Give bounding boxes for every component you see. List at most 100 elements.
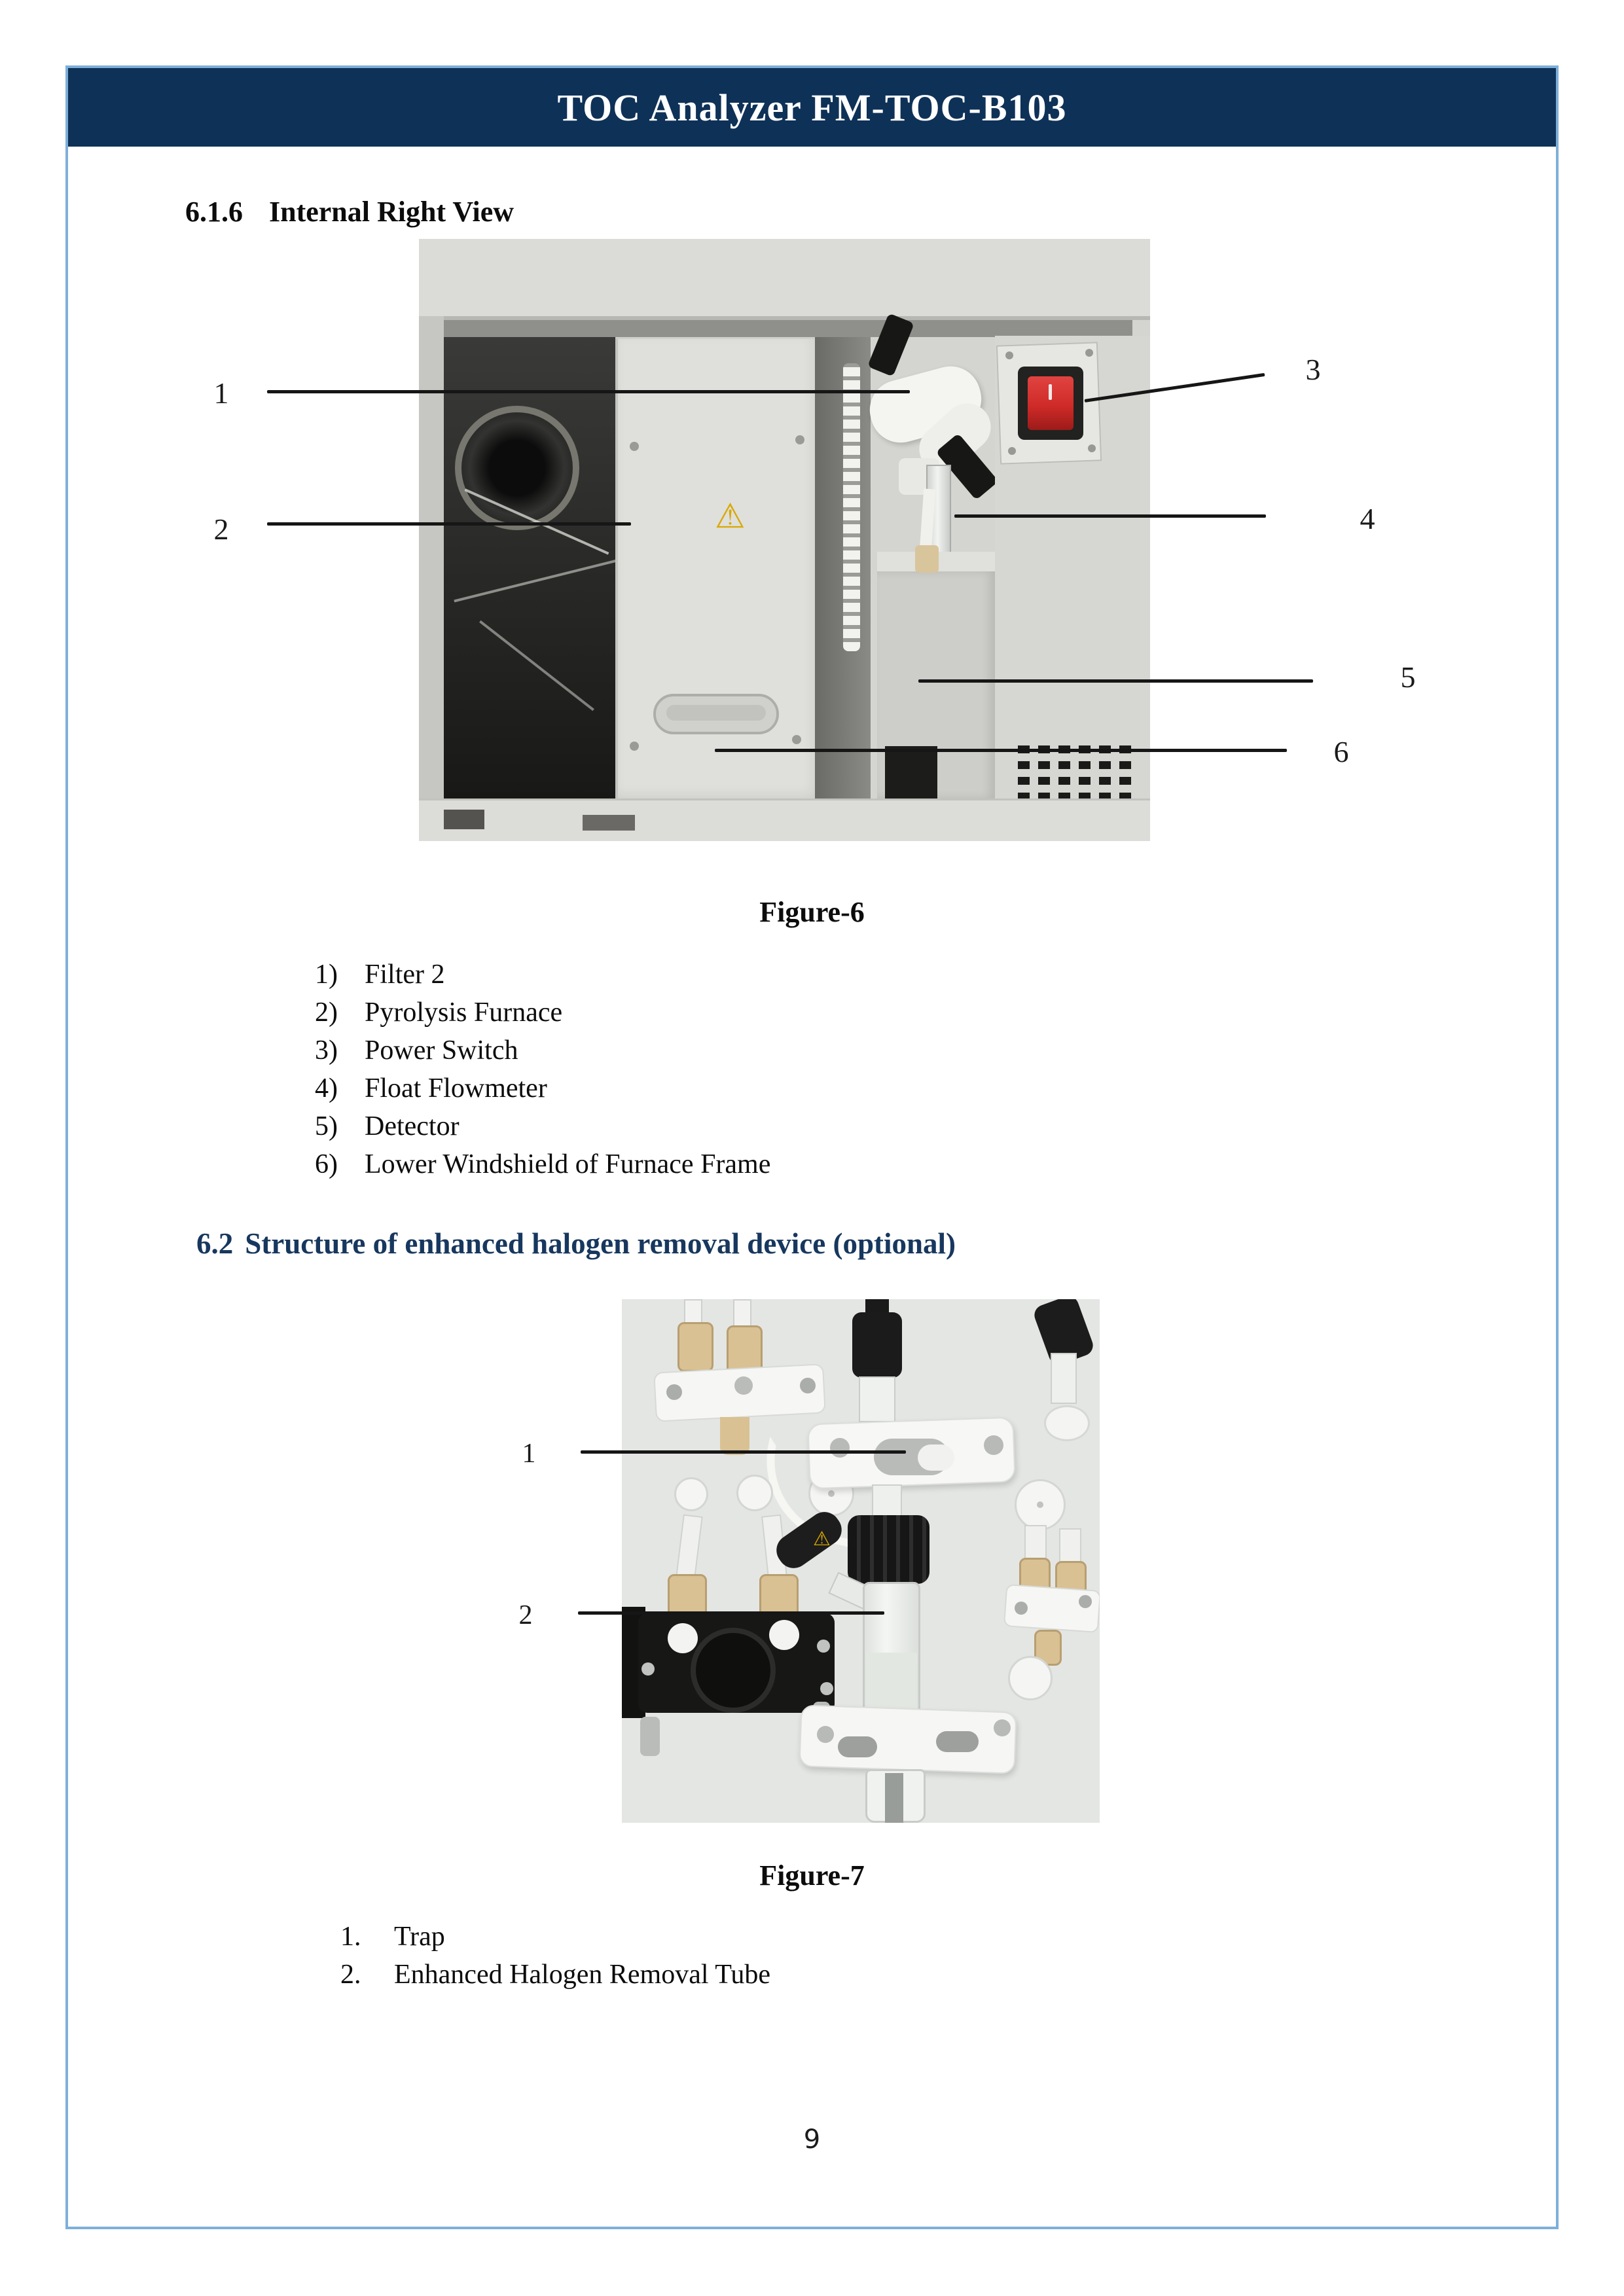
glass-joint <box>859 1376 895 1422</box>
section-number: 6.2 <box>196 1227 234 1260</box>
list-item: 2) Pyrolysis Furnace <box>315 994 770 1031</box>
furnace-screw <box>792 735 801 744</box>
callout-line-4 <box>954 514 1266 518</box>
callout-number-1: 1 <box>213 376 229 410</box>
middle-gap-panel <box>815 337 871 798</box>
list-item: 6) Lower Windshield of Furnace Frame <box>315 1145 770 1183</box>
disc-center-dot <box>1037 1501 1043 1508</box>
support-cylinder <box>640 1717 660 1756</box>
cabinet-top-frame <box>419 239 1150 320</box>
furnace-screw <box>795 435 804 444</box>
callout-line-2 <box>578 1611 884 1615</box>
list-item: 5)Detector <box>315 1107 770 1145</box>
list-item-number: 1) <box>315 960 338 990</box>
list-item-number: 6) <box>315 1149 338 1179</box>
callout-number-2: 2 <box>518 1600 533 1630</box>
screw <box>1079 1595 1092 1608</box>
cabinet-top-lip-shadow <box>439 320 1132 337</box>
callout-line-5 <box>918 679 1313 683</box>
switch-plate-screw <box>1005 351 1013 359</box>
list-item-number: 4) <box>315 1073 338 1103</box>
white-disc <box>1008 1656 1053 1700</box>
cabinet-foot <box>583 815 635 831</box>
lower-bracket-slot <box>838 1736 877 1757</box>
callout-line-1 <box>267 390 910 393</box>
cabinet-left-wall <box>419 316 444 841</box>
list-item-label: Lower Windshield of Furnace Frame <box>365 1149 771 1179</box>
furnace-screw <box>630 742 639 751</box>
list-item-label: Float Flowmeter <box>365 1073 547 1103</box>
section-number: 6.1.6 <box>185 196 243 228</box>
callout-number-1: 1 <box>522 1439 536 1469</box>
figure7-legend: 1. Trap 2. Enhanced Halogen Removal Tube <box>340 1918 770 1994</box>
list-item-label: Pyrolysis Furnace <box>365 997 563 1028</box>
figure6-legend: 1) Filter 2 2) Pyrolysis Furnace 3)Power S… <box>315 956 770 1183</box>
list-item-number: 5) <box>315 1111 338 1141</box>
tan-fitting <box>677 1322 713 1372</box>
section-title: Structure of enhanced halogen removal de… <box>245 1227 956 1260</box>
cabinet-floor <box>419 798 1150 841</box>
page-border-frame <box>65 65 1559 2229</box>
white-ring <box>1044 1405 1090 1441</box>
callout-line-1 <box>581 1450 906 1454</box>
list-item-label: Trap <box>394 1922 445 1952</box>
list-item-label: Filter 2 <box>365 960 445 990</box>
warning-triangle-icon: ⚠ <box>715 497 746 536</box>
screw <box>820 1682 833 1695</box>
disc-center-dot <box>828 1490 835 1497</box>
callout-number-4: 4 <box>1360 502 1375 535</box>
section-heading-62: 6.2 Structure of enhanced halogen removal… <box>196 1227 956 1261</box>
section-heading-616: 6.1.6 Internal Right View <box>185 195 514 228</box>
switch-plate-screw <box>1008 447 1016 455</box>
list-item: 4) Float Flowmeter <box>315 1069 770 1107</box>
cable-tie-strip <box>843 363 860 651</box>
figure7-photo: ⚠ <box>622 1299 1100 1823</box>
white-disc <box>736 1475 773 1511</box>
screw <box>830 1438 850 1458</box>
figure6-photo: ⚠ <box>419 239 1150 841</box>
screw <box>800 1378 816 1393</box>
trap-top-cap <box>852 1312 902 1378</box>
page-number: 9 <box>803 2125 821 2155</box>
list-item-number: 3) <box>315 1035 338 1066</box>
screw <box>817 1640 830 1653</box>
furnace-handle-bar <box>666 705 766 721</box>
switch-plate-screw <box>1088 444 1096 452</box>
list-item: 3)Power Switch <box>315 1031 770 1069</box>
switch-plate-screw <box>1085 349 1093 357</box>
callout-number-3: 3 <box>1305 353 1321 386</box>
lower-bracket-slot <box>936 1731 979 1752</box>
screw <box>984 1435 1003 1455</box>
list-item-number: 1. <box>340 1922 361 1952</box>
list-item-number: 2) <box>315 997 338 1028</box>
screw <box>734 1376 753 1395</box>
pump-head-disc <box>691 1628 776 1713</box>
screw <box>817 1726 834 1743</box>
trap-bracket-slot-hole <box>918 1444 954 1471</box>
list-item-label: Enhanced Halogen Removal Tube <box>394 1960 771 1990</box>
glass-neck <box>872 1484 902 1518</box>
power-switch-mark <box>1049 384 1052 400</box>
pump-motor <box>455 406 579 530</box>
callout-number-5: 5 <box>1400 660 1416 694</box>
screw <box>666 1384 682 1400</box>
cabinet-foot <box>444 810 484 829</box>
callout-line-2 <box>267 522 631 526</box>
document-title: TOC Analyzer FM-TOC-B103 <box>557 86 1067 129</box>
figure7-caption: Figure-7 <box>759 1859 865 1892</box>
furnace-screw <box>630 442 639 451</box>
list-item-number: 2. <box>340 1960 361 1990</box>
clear-tube <box>676 1514 703 1579</box>
pump-roller <box>769 1620 799 1650</box>
figure6-caption: Figure-6 <box>759 896 865 928</box>
list-item: 1. Trap <box>340 1918 770 1956</box>
white-disc <box>674 1477 708 1511</box>
detector-inlet-connector <box>915 545 939 573</box>
clear-fitting <box>1051 1353 1077 1404</box>
screw <box>641 1662 655 1676</box>
section-title: Internal Right View <box>269 196 514 228</box>
detector-opening <box>885 746 937 798</box>
metal-rod <box>885 1773 903 1823</box>
list-item: 1) Filter 2 <box>315 956 770 994</box>
